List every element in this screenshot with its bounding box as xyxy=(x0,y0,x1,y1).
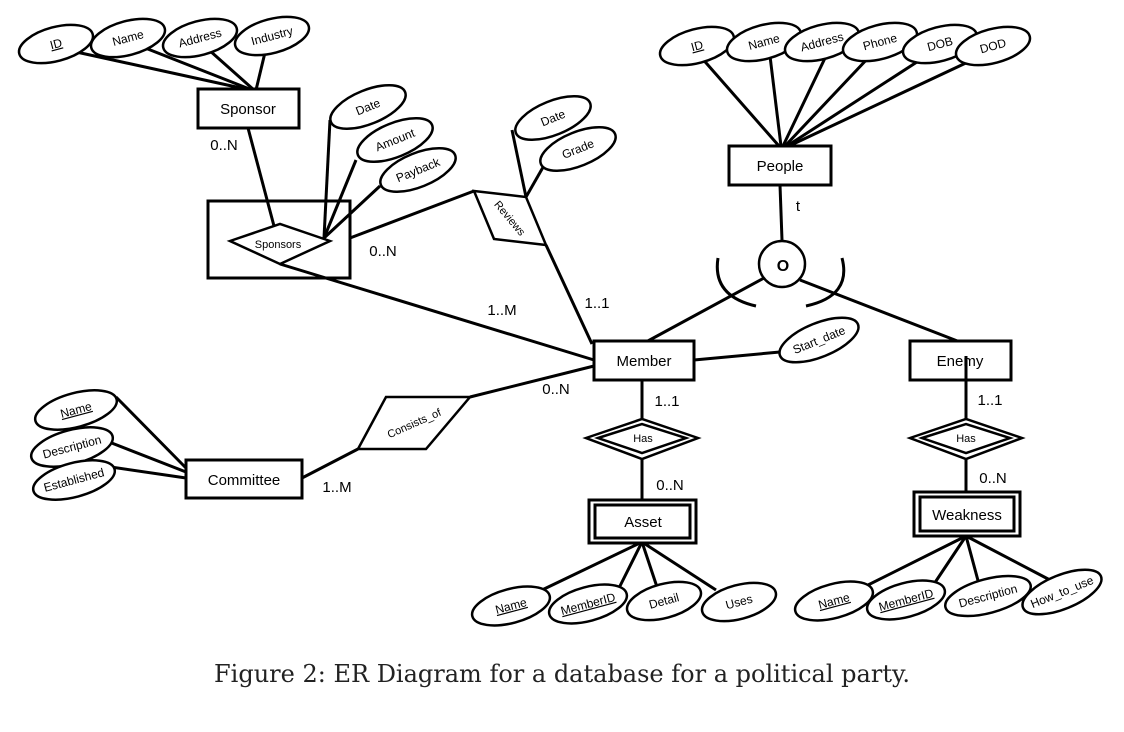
identifying-relationship-enemy-has: Has xyxy=(906,417,1026,461)
relationship-enemy-has-label: Has xyxy=(956,433,976,445)
sponsors-attr-amount: Amount xyxy=(356,117,434,163)
entity-people-label: People xyxy=(757,158,804,175)
identifying-relationship-member-has: Has xyxy=(582,417,702,461)
aggregation-sponsors: Sponsors xyxy=(206,199,352,280)
people-attr-dod: DOD xyxy=(954,25,1032,67)
cardinality-has-asset: 0..N xyxy=(656,477,684,494)
committee-attr-description: Description xyxy=(29,426,115,468)
member-attr-start-date: Start_date xyxy=(778,316,860,364)
sponsor-attr-address: Address xyxy=(161,17,239,59)
people-attr-phone: Phone xyxy=(841,21,919,63)
reviews-attr-date: Date xyxy=(514,95,592,141)
entity-enemy-label: Enemy xyxy=(937,353,984,370)
weakness-attr-name: Name xyxy=(793,580,875,622)
entity-sponsor: Sponsor xyxy=(196,87,301,130)
connector-lines xyxy=(57,39,1051,592)
svg-text:DOD: DOD xyxy=(978,36,1008,57)
cardinality-enemy-has: 1..1 xyxy=(977,392,1002,409)
asset-attr-memberid: MemberID xyxy=(547,583,629,625)
entity-member: Member xyxy=(592,339,696,382)
entity-asset-label: Asset xyxy=(624,514,662,531)
relationship-sponsors-label: Sponsors xyxy=(255,239,302,251)
cardinality-consists-member: 0..N xyxy=(542,381,570,398)
people-attr-name: Name xyxy=(725,21,803,63)
relationship-reviews: Reviews xyxy=(472,189,548,247)
entity-member-label: Member xyxy=(616,353,671,370)
people-attr-id: ID xyxy=(658,25,736,67)
svg-text:ID: ID xyxy=(48,36,64,53)
cardinality-committee-consists: 1..M xyxy=(322,479,351,496)
er-diagram: Sponsor People Member Enemy Committee As… xyxy=(17,15,1103,627)
svg-text:ID: ID xyxy=(689,38,705,55)
sponsors-attr-payback: Payback xyxy=(379,147,457,193)
asset-attr-detail: Detail xyxy=(625,580,703,622)
asset-attr-name: Name xyxy=(470,585,552,627)
cardinality-sponsor-sponsors: 0..N xyxy=(210,137,238,154)
relationship-consists-of: Consists_of xyxy=(355,395,473,451)
sponsor-attr-name: Name xyxy=(89,17,167,59)
asset-attr-uses: Uses xyxy=(700,581,778,623)
weak-entity-asset: Asset xyxy=(587,498,698,545)
sponsor-attr-id: ID xyxy=(17,23,95,65)
relationship-member-has-label: Has xyxy=(633,433,653,445)
specialization-circle: O xyxy=(757,239,807,289)
sponsor-attr-industry: Industry xyxy=(233,15,311,57)
weakness-attr-description: Description xyxy=(944,574,1032,618)
svg-text:DOB: DOB xyxy=(926,34,955,54)
cardinality-member-has: 1..1 xyxy=(654,393,679,410)
sponsors-attr-date: Date xyxy=(329,84,407,130)
people-attr-address: Address xyxy=(783,21,861,63)
cardinality-sponsors-reviews: 0..N xyxy=(369,243,397,260)
specialization-arc xyxy=(715,257,846,308)
specialization-constraint: O xyxy=(777,258,789,275)
entity-weakness-label: Weakness xyxy=(932,507,1002,524)
entity-committee: Committee xyxy=(184,458,304,500)
cardinality-sponsors-member: 1..M xyxy=(487,302,516,319)
entity-people: People xyxy=(727,144,833,187)
reviews-attr-grade: Grade xyxy=(539,126,617,172)
entity-sponsor-label: Sponsor xyxy=(220,101,276,118)
committee-attr-established: Established xyxy=(31,459,117,501)
committee-attr-name: Name xyxy=(33,389,119,431)
total-participation-label: t xyxy=(796,198,801,215)
weakness-attr-memberid: MemberID xyxy=(865,579,947,621)
entity-committee-label: Committee xyxy=(208,472,281,489)
cardinality-reviews-member: 1..1 xyxy=(584,295,609,312)
entity-enemy: Enemy xyxy=(908,339,1013,382)
figure-caption: Figure 2: ER Diagram for a database for … xyxy=(214,660,910,688)
cardinality-has-weakness: 0..N xyxy=(979,470,1007,487)
weak-entity-weakness: Weakness xyxy=(912,490,1022,538)
svg-text:Uses: Uses xyxy=(724,592,754,613)
